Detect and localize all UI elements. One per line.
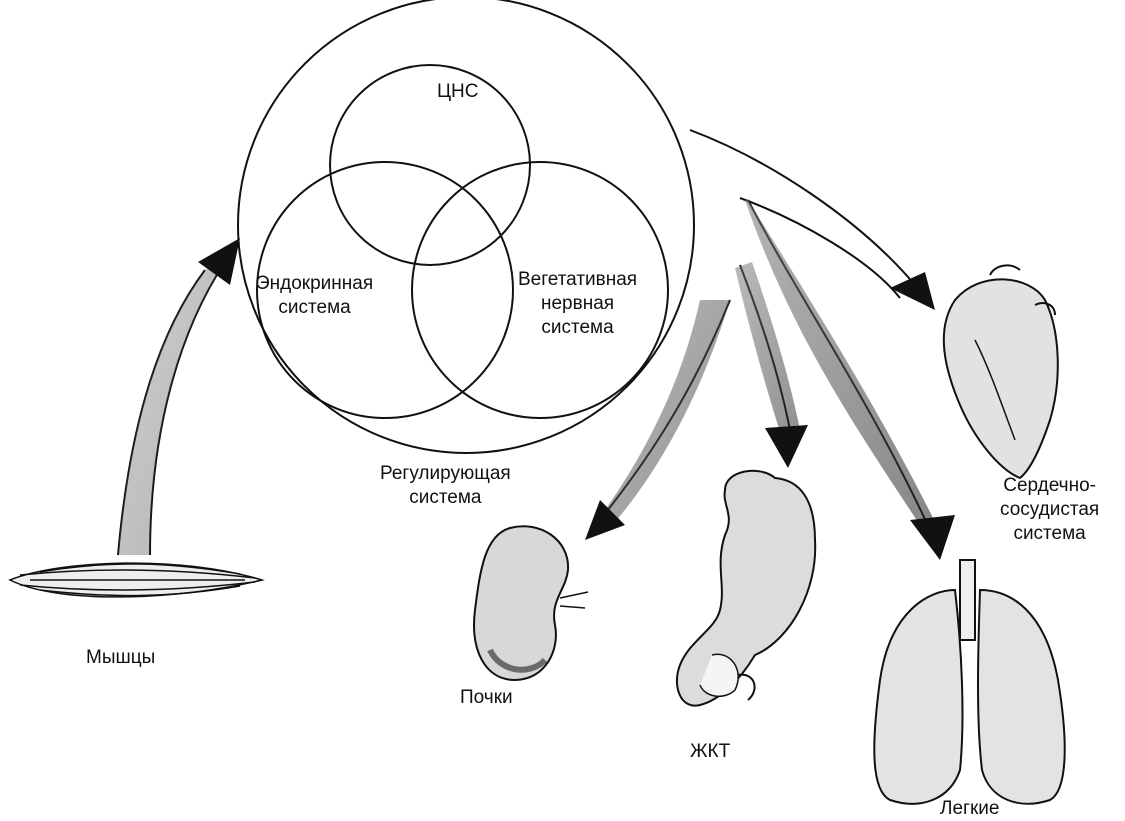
lungs-label: Легкие <box>940 797 999 821</box>
autonomic-label: Вегетативная нервная система <box>518 268 637 340</box>
endocrine-label: Эндокринная система <box>256 272 373 320</box>
kidneys-label: Почки <box>460 686 513 710</box>
stomach-illustration <box>677 471 815 706</box>
muscles-label: Мышцы <box>86 646 155 670</box>
regulating-system-venn <box>238 0 694 453</box>
regulating-label: Регулирующая система <box>380 462 511 510</box>
cns-label: ЦНС <box>437 80 479 104</box>
lungs-illustration <box>874 560 1064 804</box>
gi-tract-label: ЖКТ <box>690 740 730 764</box>
arrow-muscles-to-regulating <box>118 238 240 555</box>
muscle-illustration <box>10 563 262 597</box>
heart-illustration <box>944 265 1058 478</box>
cardiovascular-label: Сердечно- сосудистая система <box>1000 474 1099 546</box>
kidney-illustration <box>474 526 588 680</box>
arrow-to-heart <box>690 130 935 310</box>
